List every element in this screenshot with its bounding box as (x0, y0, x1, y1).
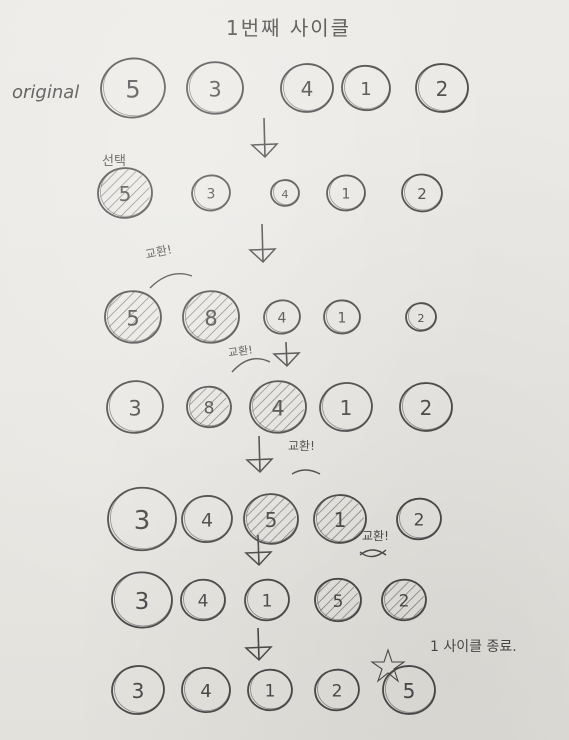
number-circle: 1 (247, 668, 293, 712)
number-circle: 5 (382, 665, 436, 715)
number-circle: 5 (100, 57, 166, 119)
number-circle: 4 (263, 299, 301, 335)
number-label: 4 (278, 310, 287, 326)
number-label: 4 (201, 510, 213, 532)
number-circle: 1 (244, 578, 290, 622)
star-icon (370, 648, 406, 683)
number-circle: 3 (186, 61, 244, 115)
number-label: 3 (128, 396, 141, 420)
number-label: 4 (271, 396, 284, 420)
number-label: 5 (126, 306, 139, 330)
number-label: 1 (338, 310, 347, 326)
number-label: 2 (418, 312, 425, 325)
number-circle: 2 (401, 173, 443, 213)
number-label: 1 (262, 592, 273, 612)
number-circle: 4 (181, 667, 231, 713)
number-label: 4 (301, 77, 314, 101)
number-label: 1 (360, 79, 371, 100)
end-label: 1 사이클 종료. (430, 639, 517, 655)
swap-marks-layer (149, 273, 406, 683)
number-circle: 3 (111, 571, 173, 629)
number-label: 3 (208, 77, 221, 101)
number-label: 1 (340, 396, 353, 420)
number-circle: 3 (107, 486, 177, 552)
number-circle: 1 (326, 174, 366, 212)
number-circle: 8 (182, 290, 240, 344)
down-arrow-icon (245, 435, 274, 474)
number-label: 2 (420, 396, 433, 420)
number-label: 1 (334, 508, 347, 532)
select-label: 선택 (102, 154, 126, 169)
number-circle: 2 (381, 578, 427, 622)
number-label: 3 (207, 187, 216, 203)
number-circle: 2 (399, 382, 453, 432)
number-circle: 8 (186, 385, 232, 429)
number-circle: 2 (396, 497, 442, 541)
number-label: 8 (204, 399, 215, 419)
number-circle: 4 (270, 178, 300, 207)
number-label: 2 (332, 682, 343, 702)
number-label: 3 (135, 589, 150, 615)
number-circle: 5 (97, 167, 153, 219)
number-label: 5 (125, 76, 140, 104)
number-circle: 5 (104, 290, 162, 344)
number-label: 2 (436, 77, 449, 101)
number-label: 3 (132, 679, 145, 703)
number-label: 3 (134, 506, 151, 536)
number-label: 4 (282, 188, 289, 201)
number-circle: 2 (314, 668, 360, 712)
number-circle: 3 (111, 665, 165, 715)
swap-label-4: 교환! (362, 529, 389, 543)
down-arrow-icon (244, 627, 273, 662)
swap-label-3: 교환! (288, 439, 315, 453)
number-circle: 5 (314, 577, 362, 623)
number-label: 1 (265, 682, 276, 702)
number-circle: 2 (405, 302, 437, 332)
number-circle: 1 (341, 64, 391, 112)
swap-arrow-icon (291, 469, 321, 475)
number-label: 5 (265, 508, 278, 532)
swap-arrow-icon (231, 358, 271, 373)
number-circle: 4 (180, 578, 226, 622)
number-circle: 1 (323, 299, 361, 335)
arrows-layer (244, 117, 301, 662)
number-circle: 4 (249, 380, 307, 434)
original-label: original (12, 82, 80, 103)
page-title: 1번째 사이클 (226, 16, 352, 40)
number-circle: 3 (106, 380, 164, 434)
swap-arrow-icon (359, 549, 387, 558)
number-label: 5 (333, 592, 344, 612)
number-circle: 3 (191, 174, 231, 212)
number-label: 2 (417, 185, 427, 203)
number-circle: 4 (280, 63, 334, 113)
down-arrow-icon (248, 223, 277, 264)
down-arrow-icon (272, 341, 301, 368)
number-circle: 1 (313, 494, 367, 544)
number-label: 4 (200, 681, 211, 702)
number-label: 5 (403, 679, 416, 703)
number-circle: 5 (243, 493, 299, 545)
number-label: 4 (198, 592, 209, 612)
circles-layer: 5 3 4 1 2 5 3 4 1 2 5 8 4 1 2 3 8 4 1 2 3 4 5 1 2 3 4 1 5 2 3 4 1 2 5 (97, 57, 469, 715)
swap-arrow-icon (149, 273, 193, 289)
number-circle: 2 (415, 63, 469, 113)
down-arrow-icon (250, 117, 279, 159)
number-label: 1 (342, 187, 351, 203)
number-label: 8 (204, 306, 217, 330)
number-label: 5 (119, 182, 132, 206)
number-circle: 1 (319, 382, 373, 432)
number-circle: 4 (181, 495, 233, 543)
number-label: 2 (399, 592, 410, 612)
number-label: 2 (414, 511, 425, 531)
